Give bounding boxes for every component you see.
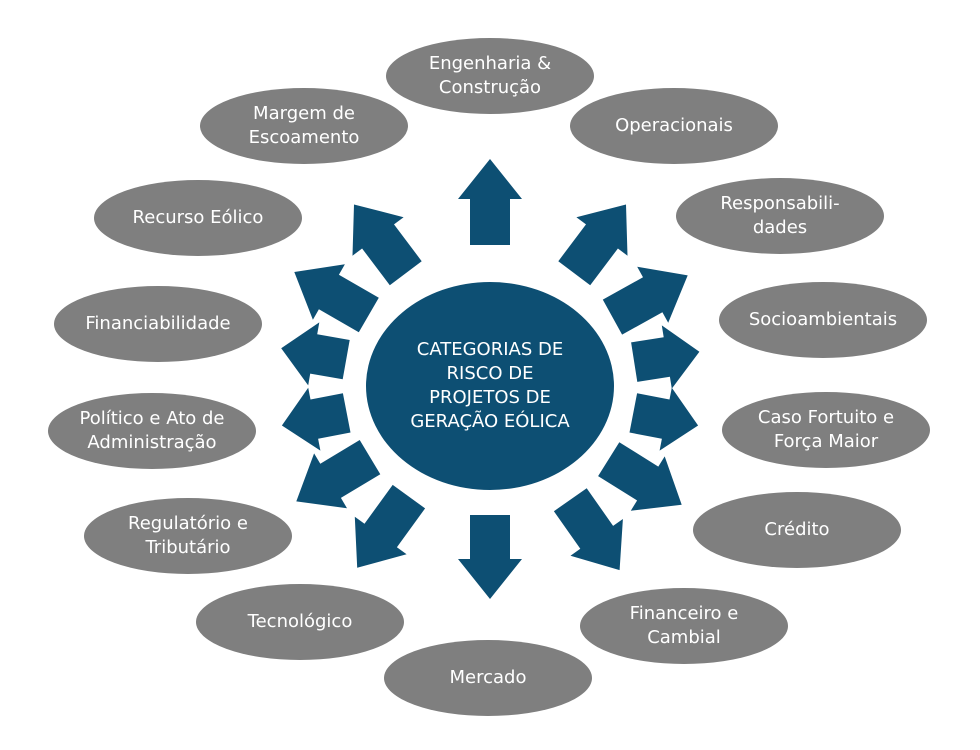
arrow-12: [294, 264, 379, 333]
arrow-5: [598, 442, 682, 511]
category-operacionais: Operacionais: [570, 88, 778, 164]
category-tecnologico: Tecnológico: [196, 584, 404, 660]
category-engenharia-construcao: Engenharia & Construção: [386, 38, 594, 114]
category-credito: Crédito: [693, 492, 901, 568]
arrow-1: [558, 204, 628, 286]
category-recurso-eolico: Recurso Eólico: [94, 180, 302, 256]
arrow-6: [553, 488, 623, 571]
category-margem-escoamento: Margem de Escoamento: [200, 88, 408, 164]
arrow-8: [354, 484, 426, 568]
arrow-9: [296, 440, 381, 509]
category-caso-fortuito: Caso Fortuito e Força Maior: [722, 392, 930, 468]
category-responsabilidades: Responsabili- dades: [676, 178, 884, 254]
category-regulatorio-tributario: Regulatório e Tributário: [84, 498, 292, 574]
arrow-10: [281, 387, 351, 451]
category-politico-administracao: Político e Ato de Administração: [48, 393, 256, 469]
category-financeiro-cambial: Financeiro e Cambial: [580, 588, 788, 664]
category-financiabilidade: Financiabilidade: [54, 286, 262, 362]
arrow-3: [631, 325, 700, 389]
arrow-4: [629, 387, 699, 451]
arrow-2: [602, 266, 688, 335]
arrow-13: [352, 204, 422, 286]
center-title: CATEGORIAS DE RISCO DE PROJETOS DE GERAÇ…: [362, 278, 618, 494]
arrow-0: [458, 159, 522, 245]
category-mercado: Mercado: [384, 640, 592, 716]
arrow-7: [458, 515, 522, 599]
arrow-11: [281, 322, 350, 386]
category-socioambientais: Socioambientais: [719, 282, 927, 358]
